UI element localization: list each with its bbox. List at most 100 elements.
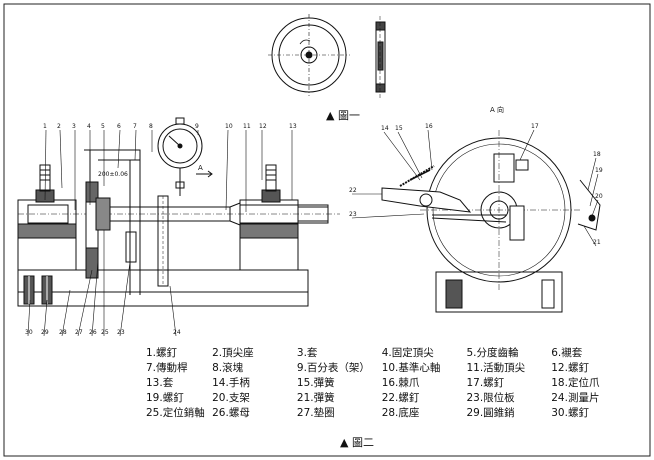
legend-item: 16.棘爪 — [381, 377, 420, 389]
legend-item: 25.定位銷軸 — [146, 407, 205, 419]
legend-item: 12.螺釘 — [551, 362, 589, 374]
callout-number: 25 — [101, 329, 109, 336]
legend-item: 11.活動頂尖 — [466, 362, 526, 374]
leader-line — [134, 129, 137, 161]
legend-item: 13.套 — [146, 377, 174, 389]
leader-line — [225, 129, 229, 211]
legend-row: 13.套 14.手柄 15.彈簧 16.棘爪 17.螺釘 18.定位爪 — [146, 376, 636, 391]
callout-number: 17 — [531, 123, 539, 130]
leader-line — [169, 285, 177, 337]
callout-number: 13 — [289, 123, 297, 130]
legend-item: 24.測量片 — [551, 392, 600, 404]
callout-number: 14 — [381, 125, 389, 132]
leader-line — [427, 129, 433, 171]
callout-number: 29 — [41, 329, 49, 336]
figure1-caption: ▲ 圖一 — [326, 109, 360, 122]
leader-line — [589, 173, 599, 207]
callout-number: 18 — [593, 151, 601, 158]
legend-item: 23.限位板 — [466, 392, 515, 404]
leader-line — [61, 289, 71, 337]
legend-item: 15.彈簧 — [296, 377, 335, 389]
legend-item: 29.圓錐銷 — [466, 407, 515, 419]
legend-item: 10.基準心軸 — [381, 362, 441, 374]
callout-number: 1 — [43, 123, 47, 130]
legend-item: 20.支架 — [212, 392, 250, 404]
callout-number: 30 — [25, 329, 33, 336]
leader-line — [27, 299, 31, 337]
callout-number: 20 — [595, 193, 603, 200]
callout-number: 5 — [101, 123, 105, 130]
callout-number: 4 — [87, 123, 91, 130]
legend-item: 7.傳動桿 — [146, 362, 188, 374]
legend-item: 27.墊圈 — [296, 407, 335, 419]
a-view-label: A 向 — [490, 105, 504, 114]
leader-line — [119, 261, 131, 337]
callout-number: 3 — [72, 123, 76, 130]
leader-line — [91, 259, 99, 337]
callout-number: 12 — [259, 123, 267, 130]
callout-number: 8 — [149, 123, 153, 130]
legend-item: 19.螺釘 — [146, 392, 184, 404]
callout-number: 16 — [425, 123, 433, 130]
figure1-gear — [268, 14, 350, 96]
legend-item: 14.手柄 — [212, 377, 250, 389]
callout-number: 23 — [117, 329, 125, 336]
legend-row: 1.螺釘 2.頂尖座 3.套 4.固定頂尖 5.分度齒輪 6.襯套 — [146, 346, 636, 361]
callout-number: 23 — [349, 211, 357, 218]
callout-number: 6 — [117, 123, 121, 130]
callout-number: 27 — [75, 329, 83, 336]
legend-item: 26.螺母 — [212, 407, 250, 419]
figure2-caption: ▲ 圖二 — [340, 436, 374, 449]
leader-line — [383, 131, 421, 181]
legend-item: 18.定位爪 — [551, 377, 600, 389]
legend-item: 30.螺釘 — [551, 407, 589, 419]
callout-number: 11 — [243, 123, 251, 130]
leaders-bottom: 30 29 28 27 26 25 24 23 — [25, 230, 181, 337]
legend-item: 1.螺釘 — [146, 347, 178, 359]
figure1-section — [375, 16, 386, 100]
legend-item: 6.襯套 — [551, 347, 583, 359]
callout-number: 10 — [225, 123, 233, 130]
legend-item: 28.底座 — [381, 407, 420, 419]
leader-line — [117, 129, 121, 169]
callout-number: 9 — [195, 123, 199, 130]
leader-line — [43, 299, 48, 337]
leader-line — [351, 213, 425, 219]
leader-line — [519, 129, 535, 161]
a-view — [381, 130, 601, 313]
base-front — [17, 117, 340, 307]
callout-number: 24 — [173, 329, 181, 336]
callout-number: 15 — [395, 125, 403, 132]
legend-item: 3.套 — [296, 347, 318, 359]
leader-line — [59, 129, 63, 189]
legend-row: 19.螺釘 20.支架 21.彈簧 22.螺釘 23.限位板 24.測量片 — [146, 391, 636, 406]
legend-item: 17.螺釘 — [466, 377, 505, 389]
dim-label: 200±0.06 — [98, 171, 128, 178]
legend-item: 21.彈簧 — [296, 392, 335, 404]
callout-number: 2 — [57, 123, 61, 130]
leader-line — [583, 225, 597, 247]
legend-item: 22.螺釘 — [381, 392, 420, 404]
legend-item: 4.固定頂尖 — [381, 347, 434, 359]
callout-number: 26 — [89, 329, 97, 336]
callout-number: 22 — [349, 187, 357, 194]
leader-line — [77, 269, 93, 337]
legend-item: 9.百分表（架） — [296, 362, 370, 374]
leader-line — [44, 129, 47, 201]
legend-item: 5.分度齒輪 — [466, 347, 519, 359]
callout-number: 7 — [133, 123, 137, 130]
leader-line — [587, 157, 597, 191]
callout-number: 28 — [59, 329, 67, 336]
legend-row: 25.定位銷軸 26.螺母 27.墊圈 28.底座 29.圓錐銷 30.螺釘 — [146, 406, 636, 421]
callout-number: 19 — [595, 167, 603, 174]
sheet-border — [3, 3, 651, 457]
legend-item: 2.頂尖座 — [212, 347, 254, 359]
leader-line — [397, 131, 423, 179]
leader-line — [591, 199, 599, 217]
